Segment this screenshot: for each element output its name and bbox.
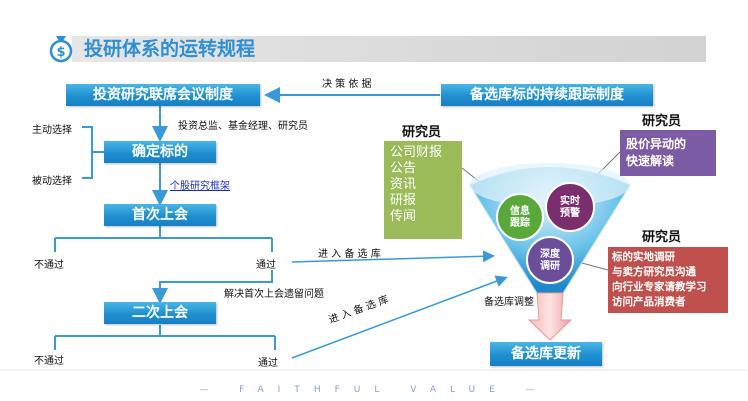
researcher-top-right-role: 研究员: [642, 114, 682, 129]
money-bag-icon: $: [46, 32, 76, 64]
information-sources-panel: 公司财报 公告 资讯 研报 传闻: [384, 141, 462, 239]
title-bar: [72, 36, 706, 62]
price-movement-panel: 股价异动的 快速解读: [620, 130, 716, 176]
first-meeting-box: 首次上会: [104, 204, 216, 226]
passive-selection-label: 被动选择: [32, 176, 72, 187]
fail-label-1: 不通过: [34, 260, 64, 271]
resolve-issues-label: 解决首次上会遗留问题: [224, 289, 324, 300]
decision-basis-label: 决 策 依 据: [322, 79, 372, 90]
joint-meeting-box: 投资研究联席会议制度: [66, 84, 260, 106]
tracking-system-box: 备选库标的持续跟踪制度: [441, 84, 653, 106]
stock-research-framework-link[interactable]: 个股研究框架: [170, 181, 230, 192]
selection-funnel: [469, 163, 631, 341]
researcher-left-role: 研究员: [402, 125, 442, 140]
determine-target-box: 确定标的: [104, 141, 216, 163]
realtime-alert-node: 实时预警: [560, 196, 580, 219]
pass-label-2: 通过: [258, 358, 278, 369]
field-research-panel: 标的实地调研 与卖方研究员沟通 向行业专家请教学习 访问产品消费者: [608, 247, 728, 313]
deep-research-node: 深度调研: [540, 249, 560, 272]
second-meeting-box: 二次上会: [104, 302, 216, 324]
pass-label-1: 通过: [256, 260, 276, 271]
info-tracking-node: 信息跟踪: [510, 206, 530, 229]
svg-text:$: $: [56, 45, 65, 60]
footer-slogan: — FAITHFUL VALUE —: [199, 385, 549, 395]
page-title: 投研体系的运转规程: [84, 38, 256, 60]
pool-update-box: 备选库更新: [490, 342, 602, 366]
researcher-bottom-right-role: 研究员: [642, 230, 682, 245]
active-selection-label: 主动选择: [32, 125, 72, 136]
pool-adjust-label: 备选库调整: [484, 297, 534, 308]
participants-label: 投资总监、基金经理、研究员: [178, 121, 308, 132]
enter-pool-label-1: 进 入 备 选 库: [318, 249, 381, 260]
fail-label-2: 不通过: [34, 356, 64, 367]
